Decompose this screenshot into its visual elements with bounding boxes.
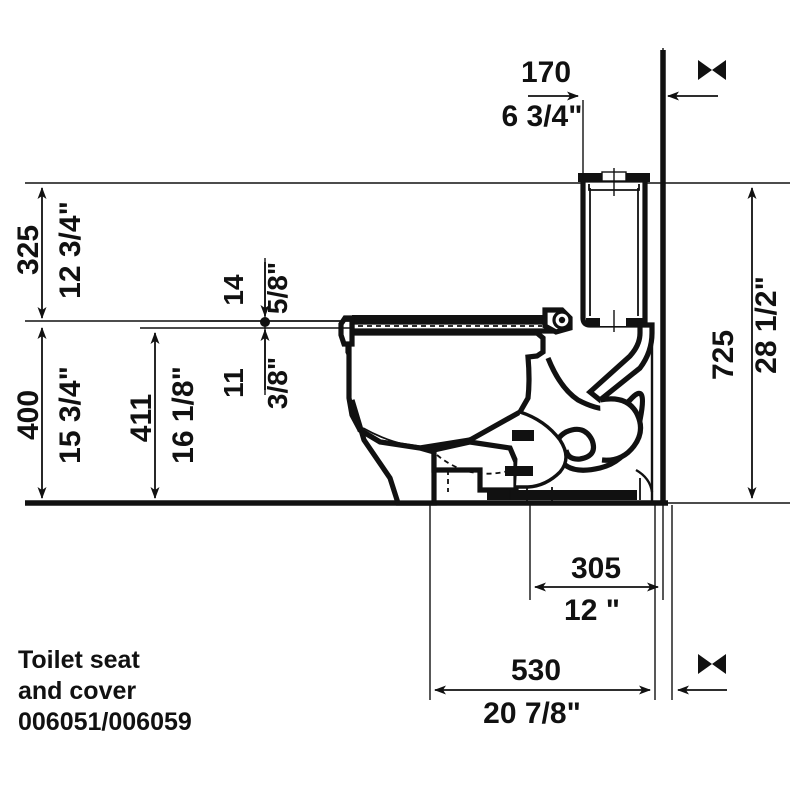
outlet-fitting-upper: [512, 430, 534, 441]
gap-marker-bottom: [698, 654, 726, 674]
seat-left-nose: [338, 315, 355, 347]
outlet-fitting-lower: [505, 466, 533, 476]
dimension-325: 325 12 3/4": [12, 187, 87, 319]
dim-label-411-imperial: 16 1/8": [167, 366, 200, 464]
trapway-hook-upper: [599, 396, 644, 463]
dim-label-530-metric: 530: [511, 654, 561, 687]
dim-label-725-imperial: 28 1/2": [750, 276, 783, 374]
dim-label-411-metric: 411: [125, 394, 158, 442]
dim-label-14-imperial: 5/8": [262, 262, 293, 314]
tank-body-outline: [580, 177, 648, 328]
dim-label-11-imperial: 3/8": [262, 357, 293, 409]
gap-marker-top-right-triangle: [712, 60, 726, 80]
tank-inner-lines: [589, 188, 639, 316]
dim-label-305-metric: 305: [571, 552, 621, 585]
tank-base-gap: [600, 317, 626, 326]
seat-reference-dot: [260, 317, 270, 327]
toilet-base-plinth: [487, 490, 637, 500]
dimension-411: 411 16 1/8": [125, 332, 200, 499]
caption-line-2: and cover: [18, 677, 136, 705]
dim-label-400-metric: 400: [12, 390, 45, 440]
dimension-725: 725 28 1/2": [707, 187, 783, 499]
dim-label-305-imperial: 12 ": [564, 594, 620, 627]
toilet-illustration: [338, 168, 655, 506]
seat-hinge-bolt-inner: [558, 316, 566, 324]
dimension-170: 170 6 3/4": [502, 56, 726, 133]
caption-block: Toilet seat and cover 006051/006059: [18, 646, 192, 736]
dim-label-325-metric: 325: [12, 225, 45, 275]
dimension-400: 400 15 3/4": [12, 327, 87, 499]
cistern-tank: [578, 168, 650, 332]
gap-marker-bottom-right-triangle: [712, 654, 726, 674]
dim-label-170-imperial: 6 3/4": [502, 100, 583, 133]
trapway-siphon: [516, 357, 645, 489]
dim-label-400-imperial: 15 3/4": [54, 366, 87, 464]
dimension-305: 305 12 ": [534, 552, 659, 627]
gap-marker-top-left-triangle: [698, 60, 712, 80]
dim-label-530-imperial: 20 7/8": [483, 697, 581, 730]
gap-marker-bottom-left-triangle: [698, 654, 712, 674]
base-plinth-detail: [509, 478, 641, 500]
dim-label-325-imperial: 12 3/4": [54, 201, 87, 299]
dim-label-11-metric: 11: [218, 368, 249, 398]
dimension-11: 11 3/8": [218, 329, 293, 409]
dimension-530: 530 20 7/8": [434, 654, 727, 730]
dim-label-170-metric: 170: [521, 56, 571, 89]
toilet-seat-and-cover: [338, 307, 573, 347]
toilet-back-fillet: [635, 468, 654, 493]
dimension-14: 14 5/8": [218, 262, 293, 327]
dim-label-14-metric: 14: [218, 274, 249, 306]
caption-line-3: 006051/006059: [18, 708, 192, 736]
bowl-assembly: [345, 321, 553, 506]
bowl-flow-dashed-1: [436, 454, 513, 475]
dim-label-725-metric: 725: [707, 330, 740, 380]
gap-marker-top: [698, 60, 726, 80]
caption-line-1: Toilet seat: [18, 646, 140, 674]
